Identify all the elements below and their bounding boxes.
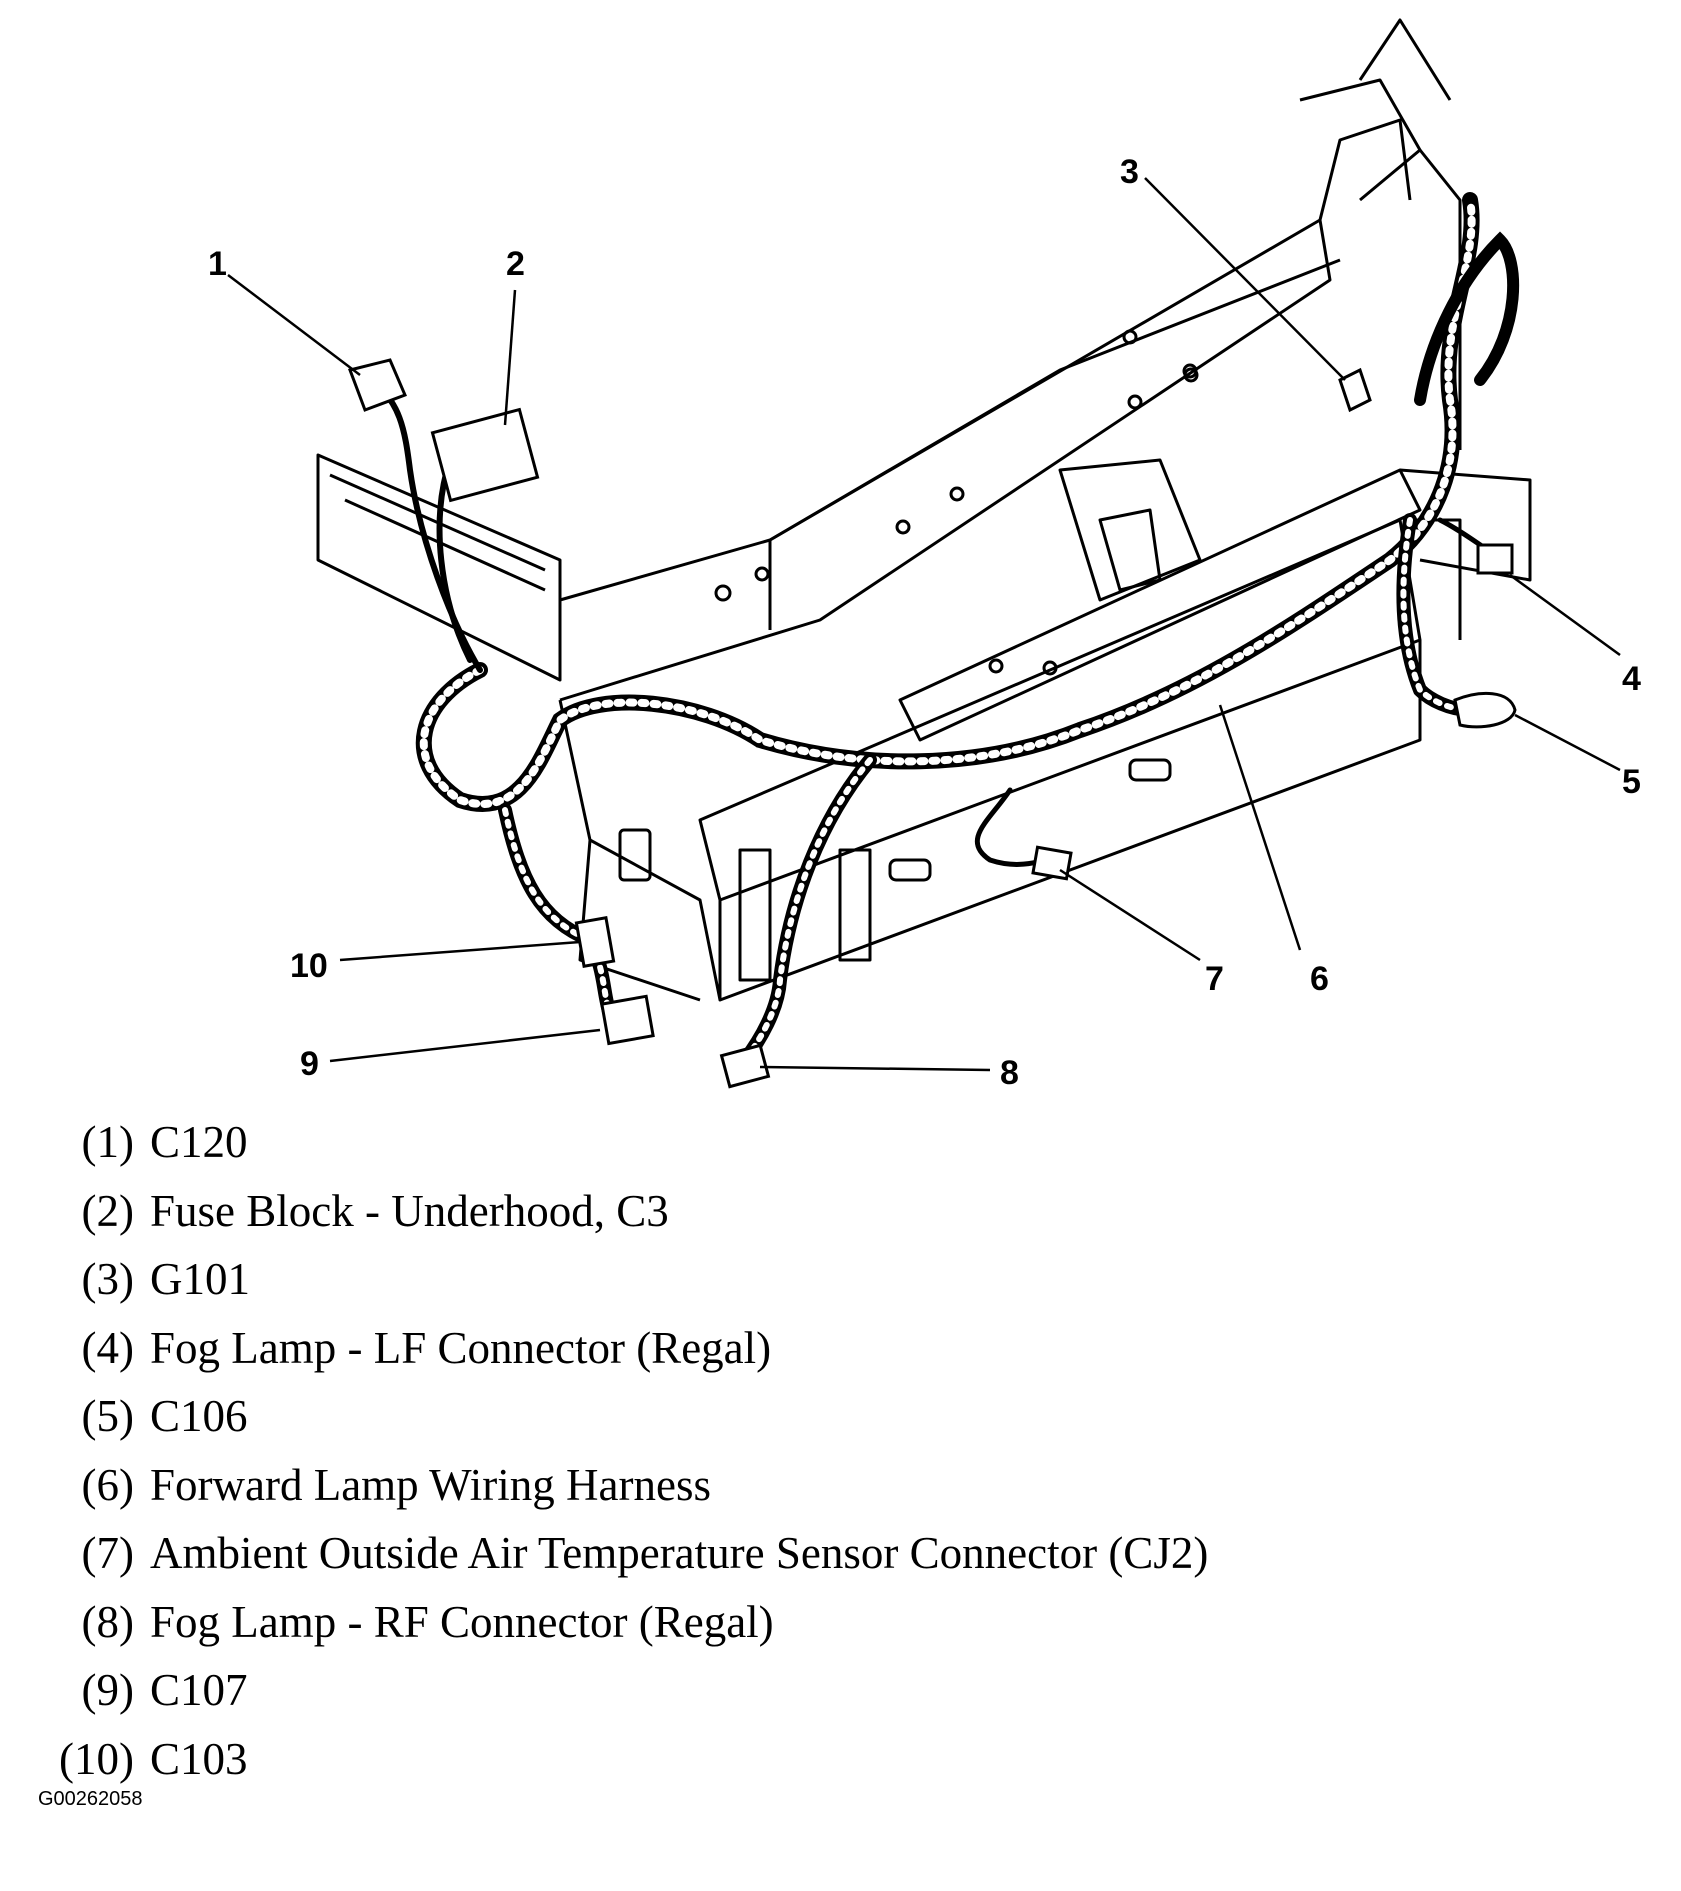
legend-item: (3) G101: [38, 1245, 1638, 1314]
fuse-block-connector: [430, 407, 540, 503]
legend-text: C103: [150, 1733, 248, 1784]
callout-8: 8: [1000, 1054, 1019, 1091]
legend-number: (1): [81, 1117, 134, 1167]
fog-lamp-rf-connector: [719, 1043, 771, 1089]
g101-ground: [1338, 367, 1372, 413]
legend-text: Ambient Outside Air Temperature Sensor C…: [150, 1528, 1209, 1578]
legend-item: (2) Fuse Block - Underhood, C3: [38, 1177, 1638, 1246]
radiator-support-drawing: [316, 18, 1532, 1002]
callout-5: 5: [1622, 763, 1641, 801]
legend-item: (7) Ambient Outside Air Temperature Senso…: [38, 1519, 1638, 1588]
fog-lamp-lf-connector: [1476, 543, 1514, 575]
legend-item: (10) C103: [38, 1725, 1638, 1794]
legend-number: (4): [81, 1322, 134, 1373]
legend-item: (9) C107: [38, 1656, 1638, 1725]
connector-drawings: [348, 358, 1517, 1089]
legend-number: (6): [81, 1459, 134, 1510]
legend-text: Fuse Block - Underhood, C3: [150, 1185, 669, 1236]
callout-2: 2: [506, 245, 525, 283]
legend-number: (5): [81, 1391, 134, 1441]
callout-1: 1: [208, 245, 227, 283]
legend-number: (3): [81, 1254, 134, 1304]
component-legend: (1) C120 (2) Fuse Block - Underhood, C3 (3…: [38, 1108, 1638, 1793]
legend-text: C120: [150, 1117, 248, 1167]
legend-item: (5) C106: [38, 1382, 1638, 1451]
legend-number: (10): [59, 1733, 134, 1784]
callout-9: 9: [300, 1045, 319, 1083]
c106-connector: [1453, 691, 1517, 729]
legend-number: (9): [81, 1665, 134, 1715]
callout-numbers: 1 2 3 4 5 6 7 8 9 10: [208, 153, 1641, 1091]
legend-number: (2): [81, 1185, 134, 1236]
legend-text: G101: [150, 1254, 250, 1304]
legend-text: Fog Lamp - RF Connector (Regal): [150, 1596, 774, 1647]
legend-item: (1) C120: [38, 1108, 1638, 1177]
legend-item: (8) Fog Lamp - RF Connector (Regal): [38, 1588, 1638, 1657]
legend-item: (4) Fog Lamp - LF Connector (Regal): [38, 1314, 1638, 1383]
legend-item: (6) Forward Lamp Wiring Harness: [38, 1451, 1638, 1520]
wiring-harness-drawing: [367, 192, 1520, 1067]
harness-diagram: 1 2 3 4 5 6 7 8 9 10: [208, 18, 1641, 1091]
callout-7: 7: [1205, 960, 1224, 998]
legend-text: C107: [150, 1665, 248, 1715]
leader-lines: [227, 177, 1621, 1072]
legend-text: C106: [150, 1391, 248, 1441]
legend-number: (8): [81, 1596, 134, 1647]
legend-text: Fog Lamp - LF Connector (Regal): [150, 1322, 772, 1373]
c103-connector: [574, 915, 616, 969]
callout-3: 3: [1120, 153, 1139, 191]
callout-10: 10: [290, 947, 328, 985]
legend-number: (7): [81, 1528, 134, 1578]
c120-connector: [348, 358, 407, 412]
legend-text: Forward Lamp Wiring Harness: [150, 1459, 711, 1510]
callout-6: 6: [1310, 960, 1329, 998]
c107-connector: [600, 994, 655, 1046]
callout-4: 4: [1622, 660, 1641, 698]
figure-id: G00262058: [38, 1788, 143, 1810]
